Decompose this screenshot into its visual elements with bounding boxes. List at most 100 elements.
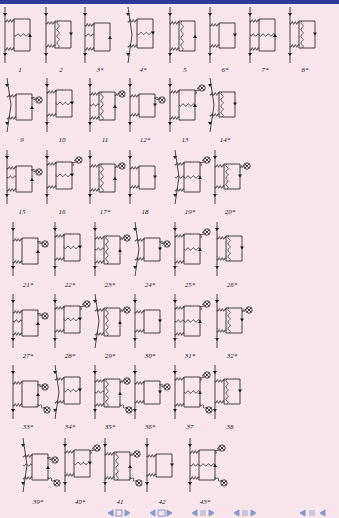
quark-line (219, 48, 235, 49)
vertex-cross (125, 379, 129, 383)
arrow-head (36, 322, 40, 325)
quark-line (56, 162, 72, 163)
arrow-head (173, 228, 177, 231)
gluon-line (95, 333, 104, 336)
quark-line (99, 92, 100, 120)
diagram-number: 26* (227, 281, 238, 289)
vertex-cross (45, 408, 49, 412)
quark-line (219, 23, 235, 24)
gluon-line (74, 462, 90, 464)
gluon-line (105, 477, 114, 480)
vertex-insertion (199, 85, 205, 91)
gluon-line (95, 237, 104, 240)
gluon-line (250, 20, 259, 23)
diagram-number: 16 (59, 208, 66, 216)
gluon-line (120, 380, 124, 383)
gluon-line (200, 375, 204, 380)
vertex-cross (120, 92, 124, 96)
gluon-line (65, 451, 74, 454)
gluon-line (7, 176, 16, 178)
gluon-line (90, 93, 99, 96)
quark-line (184, 234, 200, 235)
arrow-head (188, 444, 192, 447)
gluon-line (184, 391, 200, 393)
gluon-line (217, 309, 226, 312)
arrow-head (46, 466, 50, 469)
quark-line (16, 120, 32, 121)
gluon-line (90, 165, 99, 168)
gluon-line (179, 104, 195, 106)
arrow-head (198, 176, 202, 179)
arrow-head (168, 53, 172, 56)
gluon-line (55, 258, 64, 261)
vertex-cross (127, 408, 131, 412)
diagram-number: 20* (225, 208, 236, 216)
quark-line (179, 120, 195, 121)
gluon-line (55, 330, 64, 333)
arrow-head (198, 320, 202, 323)
vertex-insertion (221, 480, 227, 486)
gluon-line (215, 401, 224, 404)
diagram-number: 6* (222, 66, 229, 74)
quark-line (226, 308, 227, 333)
diagram-number: 13 (182, 136, 189, 144)
arrow-head (213, 156, 217, 159)
gluon-line (184, 320, 200, 322)
quark-line (14, 19, 30, 20)
quark-line (184, 192, 200, 193)
header-bar (0, 0, 339, 4)
gluon-line (175, 261, 184, 264)
vertex-cross (43, 385, 47, 389)
vertex-insertion (164, 241, 170, 247)
gluon-line (90, 104, 99, 106)
quark-line (74, 450, 90, 451)
gluon-line (290, 22, 299, 25)
vertex-insertion (204, 301, 210, 307)
vertex-cross (205, 158, 209, 162)
diagram-number: 27* (23, 352, 34, 360)
diagram-number: 30* (145, 352, 156, 360)
quark-line (64, 404, 80, 405)
gluon-line (215, 165, 224, 168)
vertex-insertion (244, 163, 250, 169)
quark-line (210, 105, 214, 132)
vertex-insertion (124, 235, 130, 241)
gluon-line (64, 318, 80, 320)
arrow-head (63, 444, 67, 447)
quark-line (184, 407, 200, 408)
arrow-head (173, 338, 177, 341)
gluon-line (105, 453, 114, 456)
gluon-line (200, 232, 204, 237)
quark-line (22, 407, 38, 408)
gluon-line (170, 117, 179, 120)
gluon-line (130, 95, 139, 98)
quark-line (144, 381, 160, 382)
diagram-number: 24* (145, 281, 156, 289)
arrow-head (313, 33, 317, 36)
gluon-line (217, 237, 226, 240)
gluon-line (184, 248, 200, 250)
gluon-line (65, 474, 74, 477)
gluon-line (13, 311, 22, 314)
gluon-line (13, 404, 22, 407)
gluon-line (56, 102, 72, 104)
vertex-insertion (84, 301, 90, 307)
gluon-line (170, 91, 179, 94)
vertex-insertion (246, 307, 252, 313)
arrow-head (213, 194, 217, 197)
arrow-head (44, 13, 48, 16)
vertex-insertion (134, 451, 140, 457)
arrow-head (173, 409, 177, 412)
gluon-line (85, 34, 94, 36)
vertex-cross (222, 481, 226, 485)
arrow-head (11, 409, 15, 412)
gluon-line (195, 88, 199, 93)
arrow-head (133, 338, 137, 341)
vertex-insertion (219, 445, 225, 451)
arrow-head (193, 104, 197, 107)
arrow-head (118, 321, 122, 324)
arrow-head (36, 250, 40, 253)
gluon-line (226, 379, 228, 404)
gluon-line (170, 48, 179, 51)
diagram-number: 40* (75, 498, 86, 506)
